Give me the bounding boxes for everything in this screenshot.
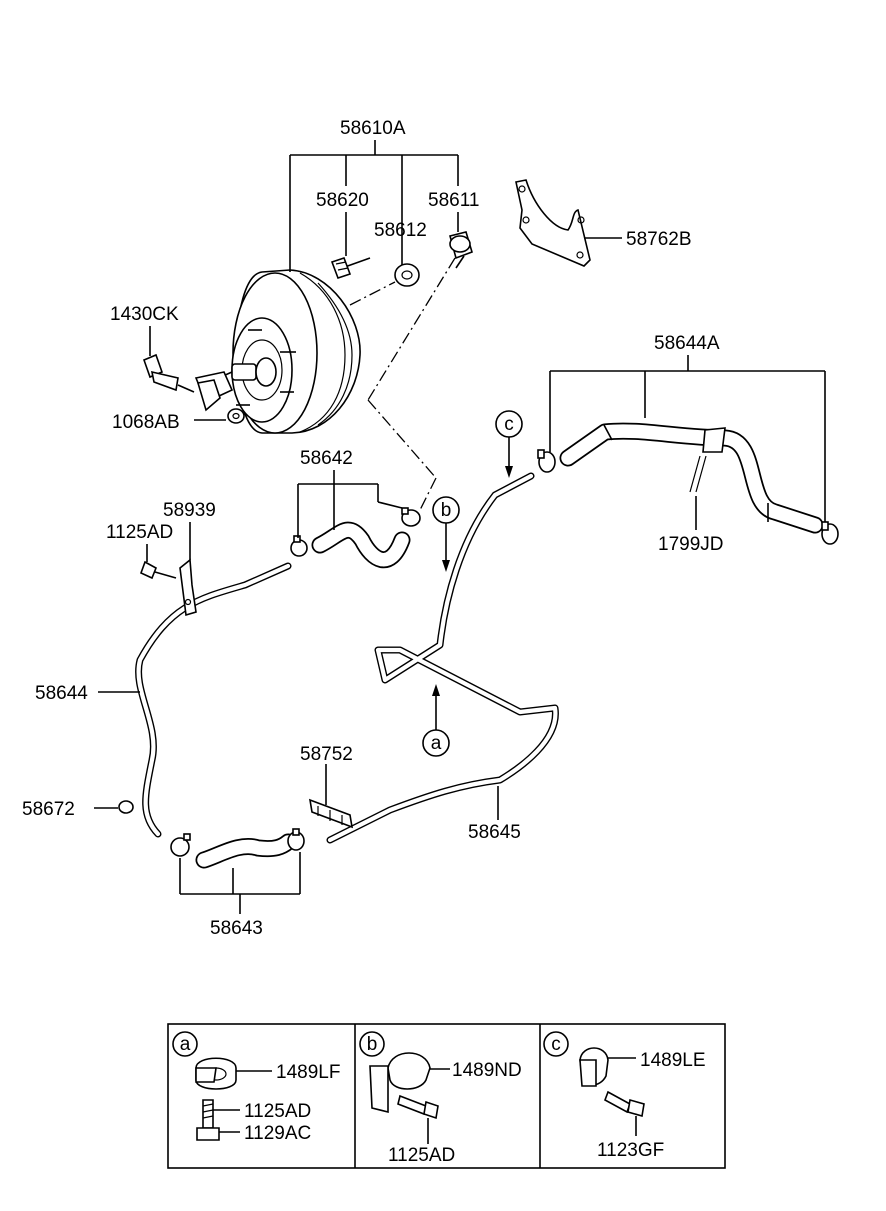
detail-a-key: a [180,1034,191,1055]
detail-c-label-2: 1123GF [597,1140,664,1161]
vacuum-tube-58644 [135,562,292,838]
label-vacuum-tube: 58644 [35,683,88,704]
label-heat-protector: 58762B [626,229,692,250]
vacuum-hose-58642 [290,507,421,569]
label-bracket-bolt: 1125AD [106,522,173,543]
callout-a: a [422,684,450,757]
detail-a-label-3: 1129AC [244,1123,311,1144]
detail-c: c 1489LE 1123GF [543,1031,706,1161]
label-cable-tie: 1799JD [658,534,724,555]
label-vacuum-tube-lower: 58645 [468,822,521,843]
detail-a-label-2: 1125AD [244,1101,311,1122]
vacuum-hose-58644a [537,422,839,545]
check-valve-bolt-58620 [330,256,371,280]
grommet-58612 [394,263,420,287]
detail-table: a 1489LF 1125AD 1129AC b 1489ND 1125 [167,1023,726,1169]
label-clevis-pin: 1430CK [110,304,179,325]
tube-clip-58752 [308,798,354,829]
leader-lines [94,140,826,914]
bracket-58939 [179,558,197,617]
label-check-valve: 58611 [428,190,479,211]
detail-b-label-1: 1489ND [452,1060,522,1081]
detail-c-key: c [551,1034,561,1055]
label-cap: 58672 [22,799,75,820]
detail-b-label-2: 1125AD [388,1145,455,1166]
label-booster-assembly: 58610A [340,118,406,139]
detail-a-label-1: 1489LF [276,1062,340,1083]
vacuum-hose-58643 [170,828,305,869]
washer-1068ab [227,408,245,424]
detail-c-label-1: 1489LE [640,1050,706,1071]
label-tube-clip: 58752 [300,744,353,765]
vacuum-tube-58645 [326,472,559,844]
label-washer: 1068AB [112,412,180,433]
label-vacuum-hose-upper: 58642 [300,448,353,469]
heat-protector-58762b [515,179,591,267]
clevis-pin-1430ck [142,353,195,393]
label-check-valve-bolt: 58620 [316,190,369,211]
callout-a-label: a [431,733,442,754]
bolt-1125ad [139,560,177,580]
label-grommet: 58612 [374,220,427,241]
label-bracket: 58939 [163,500,216,521]
callout-b: b [432,496,460,572]
callout-c: c [495,410,523,478]
brake-booster [194,269,361,434]
label-vacuum-hose-lower: 58643 [210,918,263,939]
cap-58672 [118,800,134,814]
check-valve-58611 [449,231,473,269]
detail-b: b 1489ND 1125AD [359,1031,522,1166]
callout-c-label: c [504,414,514,435]
detail-a: a 1489LF 1125AD 1129AC [172,1031,340,1144]
callout-b-label: b [441,500,452,521]
label-vacuum-hose-assy: 58644A [654,333,720,354]
detail-b-key: b [367,1034,378,1055]
